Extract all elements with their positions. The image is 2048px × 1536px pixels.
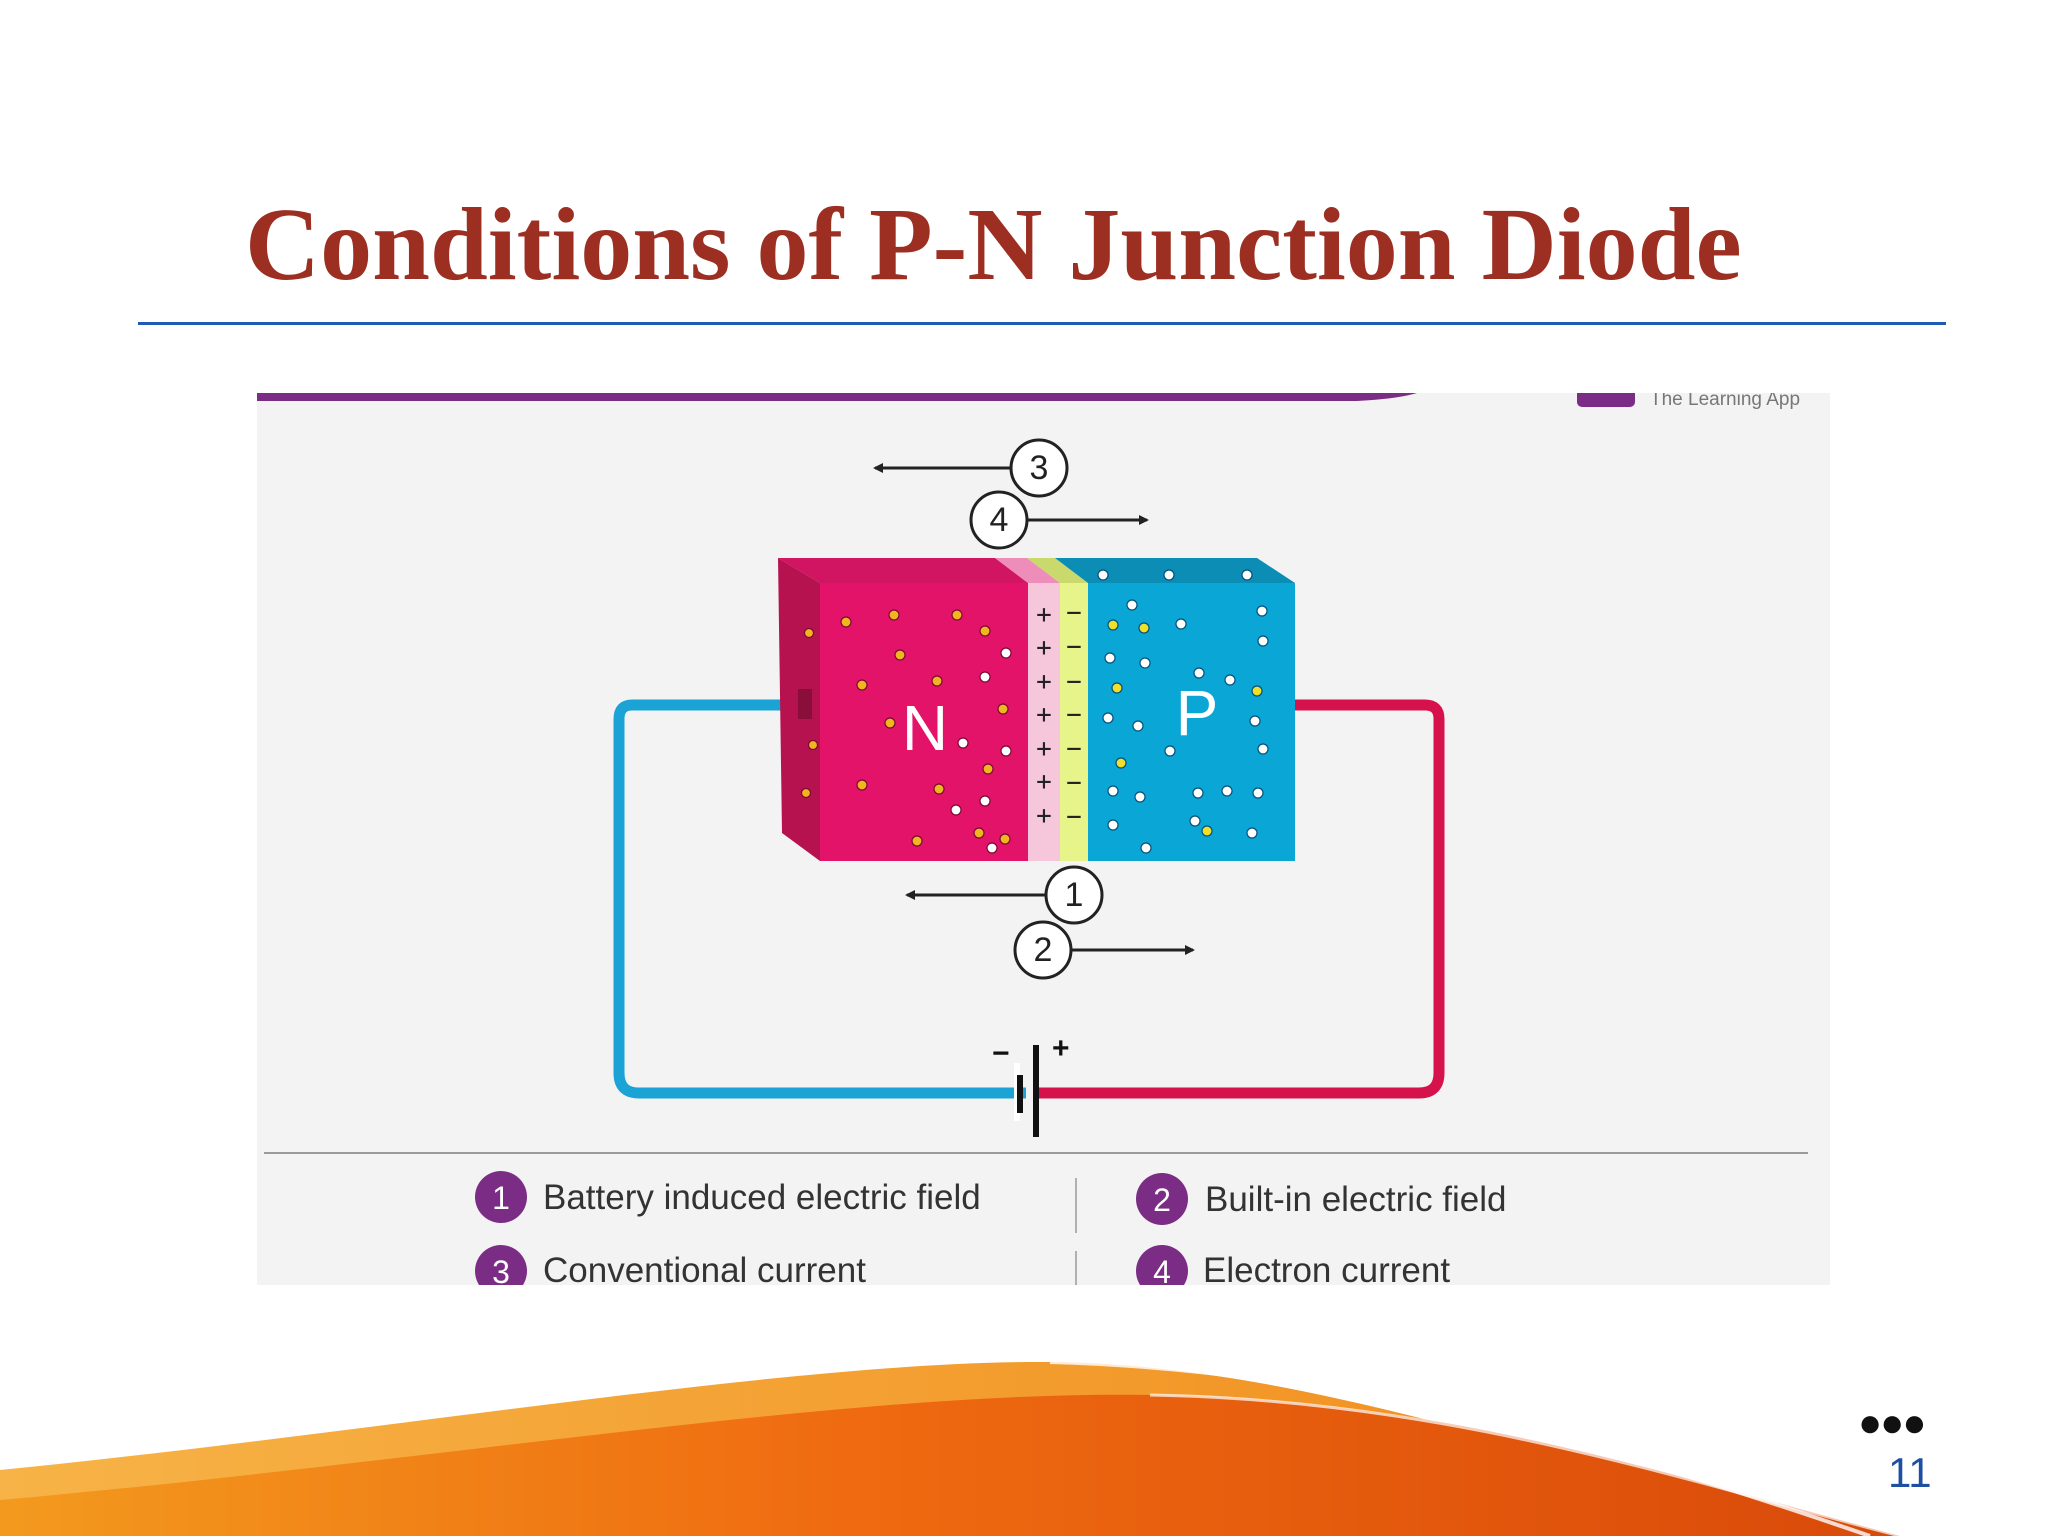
- legend-badge: [475, 1245, 527, 1285]
- svg-text:3: 3: [1030, 449, 1049, 487]
- plus-sign: +: [1036, 600, 1052, 630]
- minus-sign: −: [1066, 667, 1082, 697]
- app-logo-icon: [1577, 393, 1635, 407]
- page-number: 11: [1888, 1449, 1932, 1496]
- plus-sign: +: [1036, 767, 1052, 797]
- minus-sign: −: [1066, 802, 1082, 832]
- title-divider: [138, 322, 1946, 325]
- arrow-2-right: 2: [1013, 920, 1195, 980]
- svg-text:2: 2: [1153, 1182, 1171, 1218]
- svg-text:1: 1: [492, 1180, 510, 1216]
- wire-left: [613, 699, 1026, 1099]
- minus-sign: −: [1066, 598, 1082, 628]
- legend-text: Built-in electric field: [1205, 1180, 1507, 1219]
- diode-figure: The Learning App − +: [257, 393, 1830, 1285]
- battery-icon: [1014, 1045, 1039, 1137]
- plus-sign: +: [1036, 801, 1052, 831]
- p-carriers: [1097, 569, 1269, 854]
- depletion-minus-top: [1027, 558, 1088, 583]
- p-region-top: [1055, 558, 1295, 583]
- minus-sign: −: [1066, 700, 1082, 730]
- n-region-top: [778, 558, 1028, 583]
- minus-sign: −: [1066, 632, 1082, 662]
- p-label: P: [1176, 677, 1219, 749]
- svg-text:4: 4: [1153, 1254, 1171, 1285]
- battery-positive-sign: +: [1052, 1032, 1070, 1065]
- depletion-signs: + + + + + + + − − − − − − −: [1036, 598, 1082, 832]
- legend-text: Battery induced electric field: [543, 1178, 981, 1217]
- n-contact: [798, 689, 812, 719]
- header-strip: [257, 393, 1417, 401]
- arrow-4-right: 4: [969, 490, 1149, 550]
- svg-text:2: 2: [1034, 931, 1053, 969]
- arrow-1-left: 1: [905, 865, 1104, 925]
- legend-badge: [475, 1171, 527, 1223]
- legend-item: 3 Conventional current: [475, 1245, 866, 1285]
- svg-text:3: 3: [492, 1254, 510, 1285]
- slide-title: Conditions of P-N Junction Diode: [245, 187, 1742, 302]
- legend-item: 2 Built-in electric field: [1136, 1173, 1507, 1225]
- plus-sign: +: [1036, 700, 1052, 730]
- diode-diagram: The Learning App − +: [257, 393, 1808, 1285]
- n-label: N: [902, 692, 948, 764]
- svg-text:4: 4: [990, 501, 1009, 539]
- watermark-text: The Learning App: [1650, 393, 1800, 410]
- plus-sign: +: [1036, 633, 1052, 663]
- legend-badge: [1136, 1173, 1188, 1225]
- svg-text:1: 1: [1065, 876, 1084, 914]
- battery-negative-sign: −: [992, 1037, 1010, 1070]
- minus-sign: −: [1066, 768, 1082, 798]
- plus-sign: +: [1036, 667, 1052, 697]
- more-options-icon[interactable]: ●●●: [1858, 1401, 1926, 1445]
- arrow-3-left: 3: [873, 438, 1069, 498]
- legend-badge: [1136, 1245, 1188, 1285]
- plus-sign: +: [1036, 734, 1052, 764]
- depletion-plus-top: [995, 558, 1060, 583]
- footer-wave: [0, 1360, 1901, 1536]
- legend-text: Conventional current: [543, 1251, 866, 1285]
- n-region: [820, 583, 1028, 861]
- depletion-plus-region: [1028, 583, 1060, 861]
- minus-sign: −: [1066, 734, 1082, 764]
- legend-item: 1 Battery induced electric field: [475, 1171, 981, 1223]
- wire-right: [1037, 699, 1445, 1099]
- legend-item: 4 Electron current: [1136, 1245, 1450, 1285]
- n-carriers: [800, 609, 1012, 854]
- depletion-minus-region: [1060, 583, 1088, 861]
- legend-text: Electron current: [1203, 1251, 1450, 1285]
